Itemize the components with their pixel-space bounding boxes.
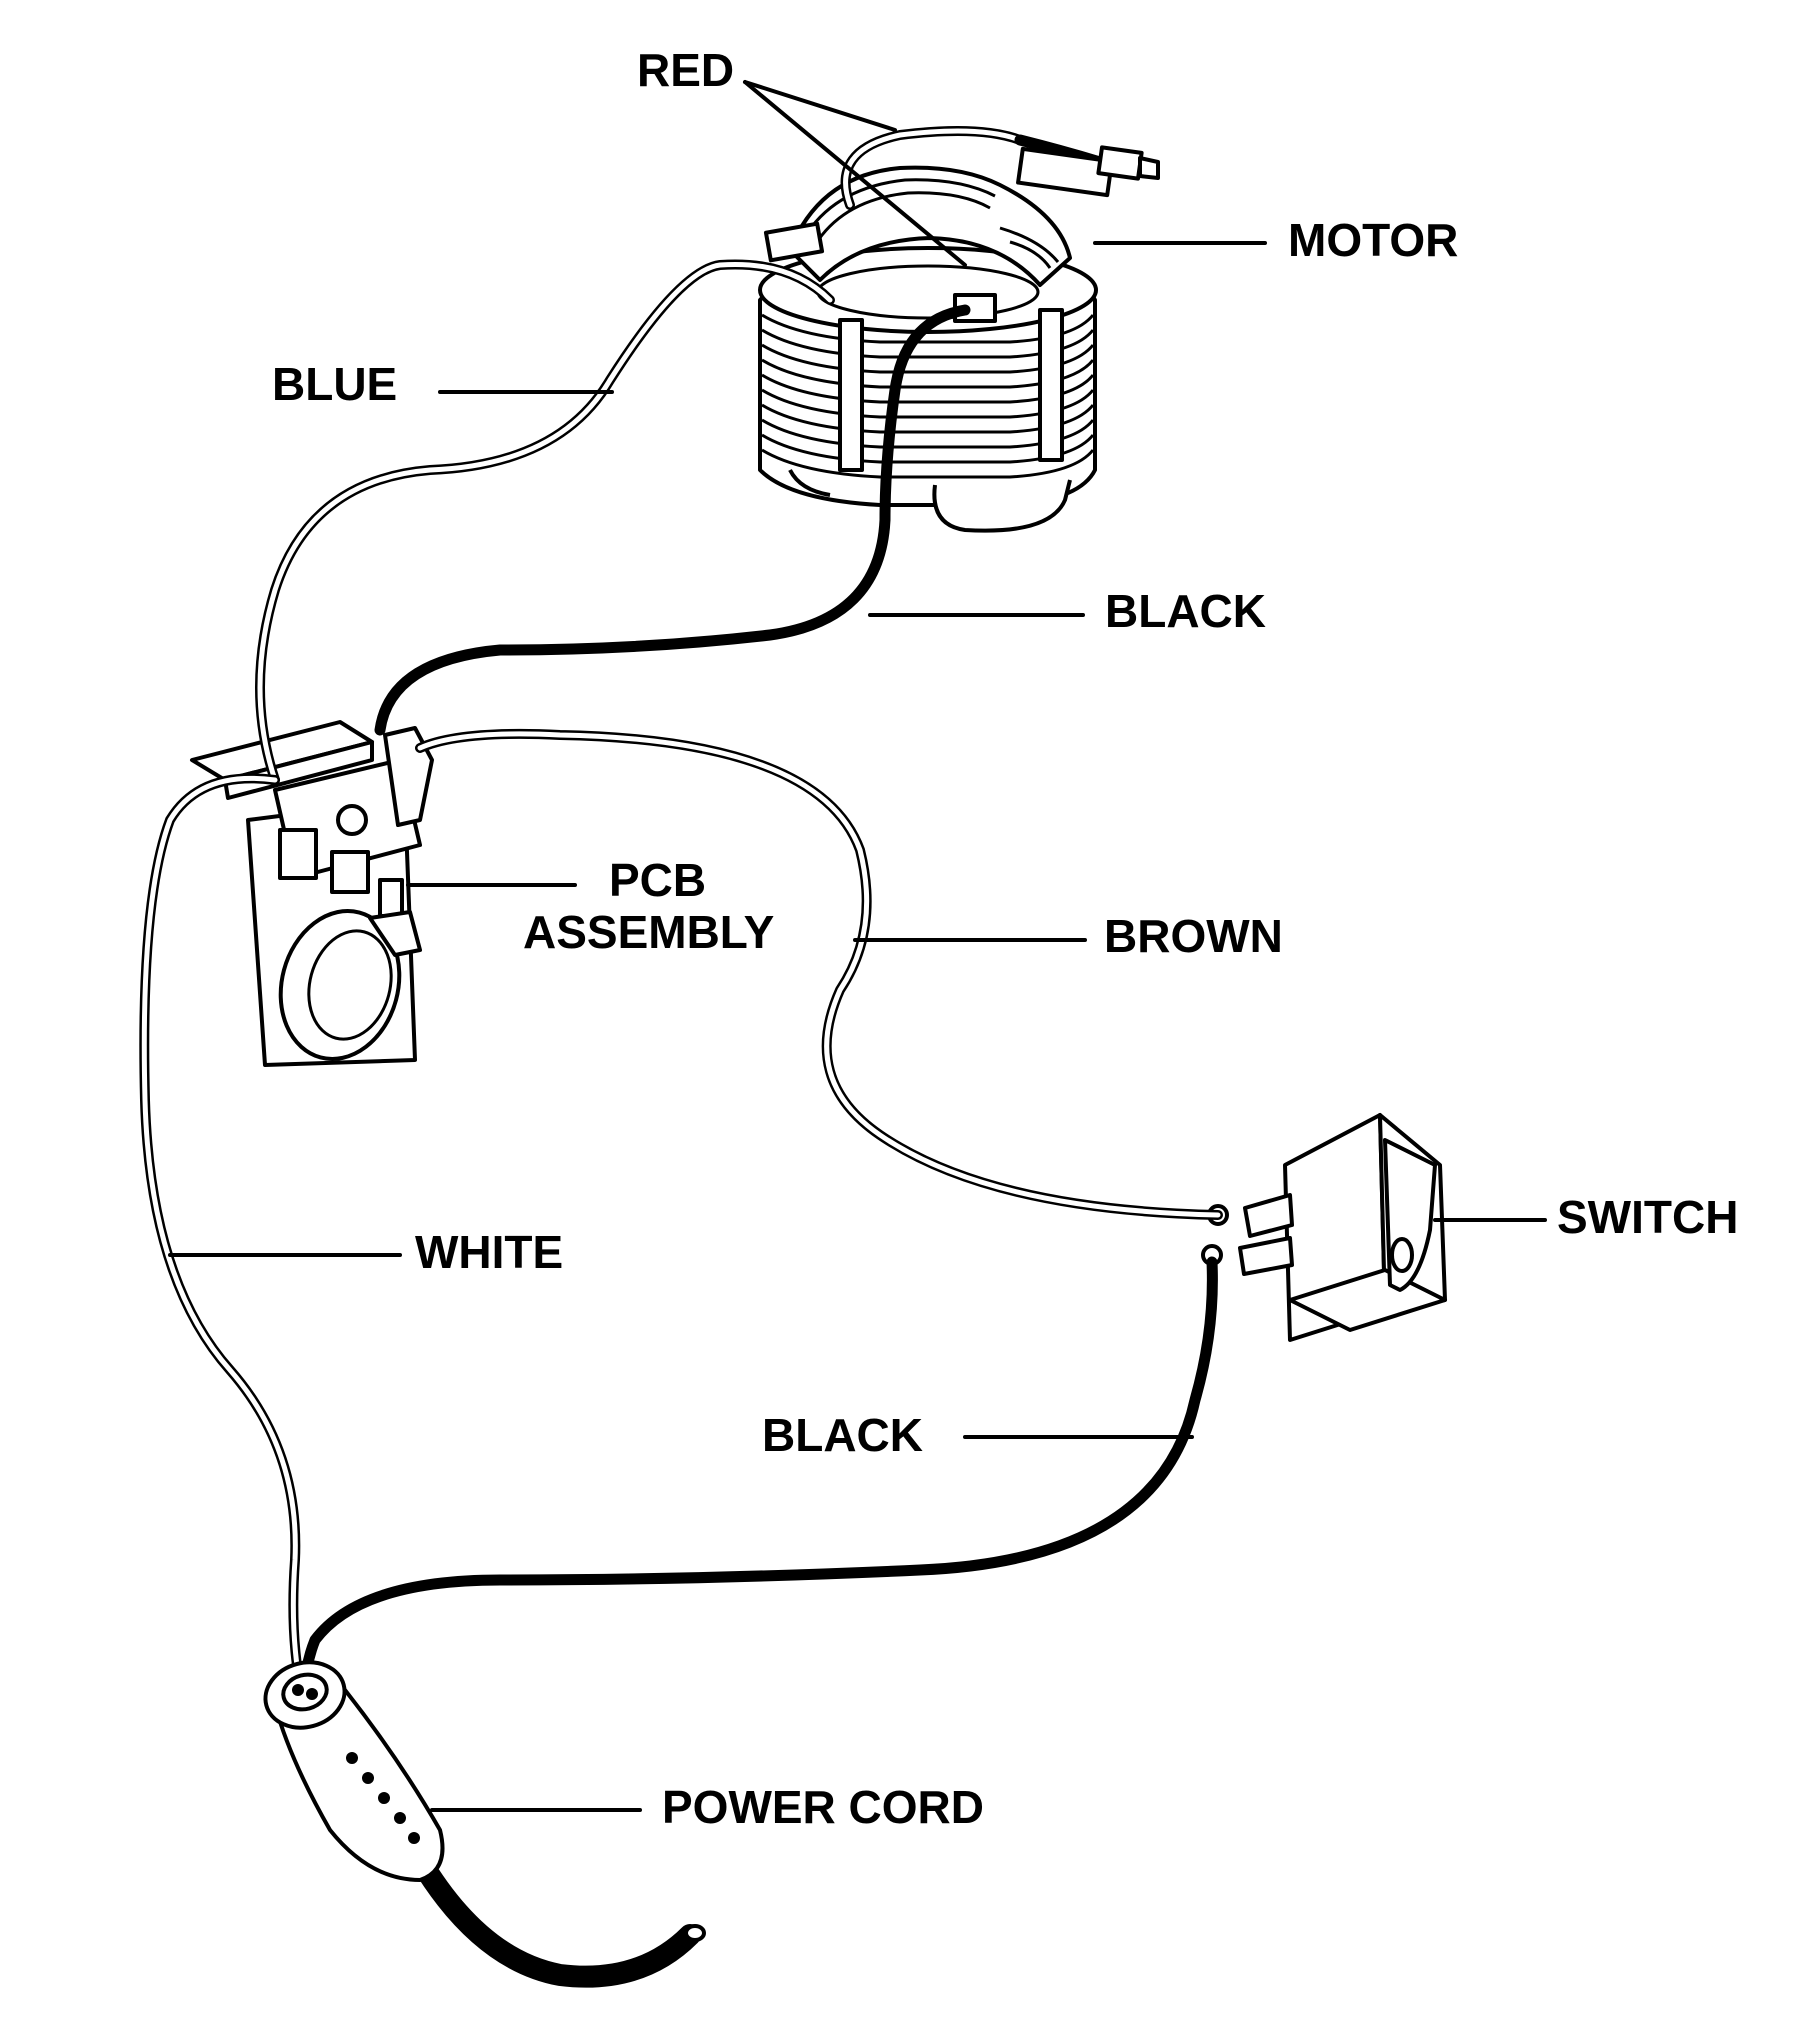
wire-blue bbox=[255, 259, 835, 785]
label-red: RED bbox=[637, 44, 734, 96]
label-pcb-line2: ASSEMBLY bbox=[523, 906, 774, 958]
label-blue: BLUE bbox=[272, 358, 397, 410]
motor bbox=[758, 126, 1160, 533]
label-pcb-line1: PCB bbox=[609, 854, 706, 906]
label-black-bottom: BLACK bbox=[762, 1409, 923, 1461]
label-brown: BROWN bbox=[1104, 910, 1283, 962]
wire-black-top bbox=[374, 304, 971, 736]
wire-white bbox=[139, 773, 305, 1690]
pcb-assembly bbox=[190, 720, 434, 1067]
label-motor: MOTOR bbox=[1288, 214, 1458, 266]
label-black-top: BLACK bbox=[1105, 585, 1266, 637]
label-white: WHITE bbox=[415, 1226, 563, 1278]
wire-black-bottom bbox=[299, 1256, 1218, 1696]
strain-relief-dots bbox=[346, 1752, 420, 1844]
switch bbox=[1201, 1113, 1447, 1342]
label-switch: SWITCH bbox=[1557, 1191, 1738, 1243]
label-power-cord: POWER CORD bbox=[662, 1781, 984, 1833]
power-cord bbox=[263, 1660, 706, 1988]
leader-lines bbox=[168, 80, 1547, 1812]
wire-brown bbox=[415, 728, 1223, 1220]
